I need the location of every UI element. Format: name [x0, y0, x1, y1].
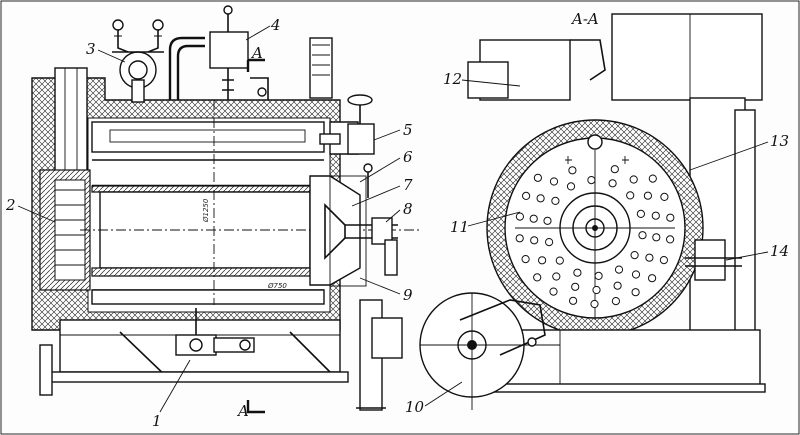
longitudinal-section: Ø1250 Ø750 [31, 5, 420, 411]
callout-4: 4 [270, 16, 281, 34]
callout-10: 10 [405, 398, 425, 416]
tube-hole [568, 166, 577, 175]
tube-hole [521, 255, 530, 264]
callout-11: 11 [450, 218, 469, 236]
tube-hole [592, 285, 601, 295]
tube-hole [551, 196, 560, 205]
tube-hole [626, 191, 635, 200]
callout-13: 13 [770, 132, 789, 150]
tube-hole [666, 235, 675, 244]
tube-hole [571, 282, 580, 291]
tube-hole [569, 296, 578, 305]
tube-hole [533, 173, 543, 182]
tube-hole [666, 213, 675, 222]
callout-14: 14 [770, 242, 789, 260]
blowdown-valve [175, 308, 255, 356]
tube-hole [631, 288, 640, 297]
diameter-label-750: Ø750 [267, 282, 287, 290]
tube-hole [549, 287, 558, 296]
tube-hole [536, 194, 545, 203]
tube-hole [555, 256, 564, 265]
cross-section-aa: A-A [419, 10, 766, 410]
tube-hole [587, 176, 596, 185]
callout-5: 5 [403, 121, 413, 139]
tube-hole [660, 192, 669, 201]
cut-mark-top: A [250, 44, 263, 62]
callout-7: 7 [403, 176, 413, 194]
tube-hole [522, 191, 531, 200]
tube-hole [611, 297, 621, 306]
tube-hole [630, 251, 639, 260]
callout-2: 2 [5, 196, 16, 214]
callouts: 1 2 3 4 5 6 7 8 9 10 11 12 13 [5, 16, 789, 430]
tube-hole [613, 281, 622, 290]
callout-8: 8 [403, 200, 413, 218]
tube-hole [631, 270, 641, 279]
tube-hole [648, 174, 657, 183]
tube-hole [552, 272, 561, 281]
tube-hole [645, 253, 654, 262]
tube-hole [659, 256, 669, 265]
section-title: A-A [570, 10, 599, 28]
tube-hole [549, 177, 559, 186]
furnace-door [309, 175, 361, 286]
tube-hole [608, 179, 617, 188]
tube-hole [533, 273, 542, 282]
safety-valves [112, 19, 164, 103]
tube-hole [643, 191, 653, 200]
callout-3: 3 [86, 40, 96, 58]
callout-6: 6 [403, 148, 413, 166]
cut-mark-bottom: A [236, 402, 249, 420]
water-gauge [209, 5, 249, 100]
tube-hole [638, 231, 647, 240]
tube-hole [648, 274, 657, 283]
tube-hole [538, 256, 547, 265]
tube-hole [614, 265, 624, 274]
uptake-duct [54, 67, 88, 179]
diameter-label-1250: Ø1250 [202, 198, 210, 223]
callout-9: 9 [403, 286, 413, 304]
tube-hole [594, 271, 603, 280]
tube-hole [629, 175, 638, 184]
tube-hole [573, 268, 582, 277]
tube-hole [651, 211, 660, 220]
tube-hole [590, 299, 599, 309]
fire-tube-holes [515, 165, 675, 309]
tube-hole [636, 209, 646, 218]
upper-drum [91, 121, 325, 153]
tube-hole [515, 212, 525, 221]
tube-hole [652, 233, 661, 242]
tube-hole [566, 182, 576, 191]
feed-pipe [694, 239, 726, 281]
tube-hole [543, 216, 552, 225]
tube-hole [529, 214, 538, 223]
tube-hole [610, 165, 619, 174]
tube-hole [515, 234, 524, 243]
tube-hole [545, 238, 554, 247]
tube-hole [530, 236, 539, 245]
callout-1: 1 [152, 412, 162, 430]
section-cut-marks: A A [236, 44, 265, 420]
control-cabinet [611, 13, 763, 101]
callout-12: 12 [443, 70, 462, 88]
